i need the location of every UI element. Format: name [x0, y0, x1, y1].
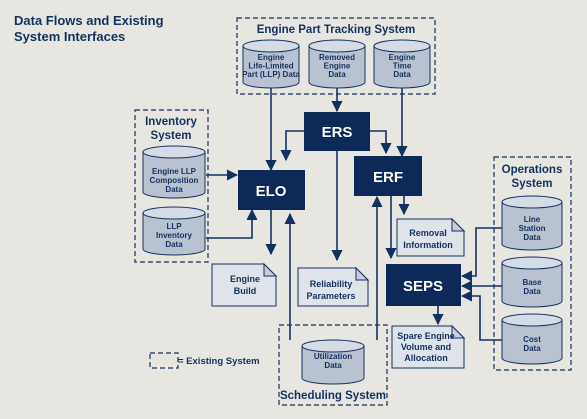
engine-build-line-1: Engine	[230, 274, 260, 284]
engine-llp-data-label-line-2: Life-Limited	[248, 62, 293, 71]
engine-llp-data-label-line-1: Engine	[258, 53, 285, 62]
engine-part-tracking-group	[236, 17, 436, 95]
line-station-data-label-line-3: Data	[523, 233, 541, 242]
scheduling-system-label: Scheduling System	[280, 390, 386, 402]
arrow-ers-to-elo	[280, 130, 304, 162]
legend: = Existing System	[149, 352, 260, 369]
diagram-title-line-2: System Interfaces	[14, 29, 125, 44]
operations-system-label-line-2: System	[512, 178, 553, 190]
inventory-system-label-line-2: System	[151, 130, 192, 142]
removal-info-line-2: Information	[403, 240, 453, 250]
inventory-system-label-line-1: Inventory	[145, 116, 197, 128]
legend-swatch	[149, 352, 179, 369]
flow-arrows	[206, 87, 504, 341]
arrow-cost-data-to-seps	[460, 290, 504, 341]
elo-box	[238, 170, 305, 210]
seps-box	[386, 264, 461, 306]
removal-info-line-1: Removal	[409, 228, 447, 238]
inventory-system-group	[134, 109, 209, 263]
scheduling-system-group	[278, 324, 388, 406]
spare-engine-line-1: Spare Engine	[397, 331, 455, 341]
spare-engine-line-3: Allocation	[404, 353, 448, 363]
seps-system: SEPS	[386, 264, 461, 306]
utilization-data-label-line-1: Utilization	[314, 352, 352, 361]
arrow-line-station-to-seps	[460, 227, 504, 282]
reliability-line-1: Reliability	[310, 279, 353, 289]
legend-label: = Existing System	[178, 356, 260, 367]
cost-data-label-line-2: Data	[523, 344, 541, 353]
seps-label: SEPS	[403, 278, 443, 295]
base-data-label-line-2: Data	[523, 287, 541, 296]
engine-time-data-label-line-2: Time	[393, 62, 412, 71]
erf-system: ERF	[354, 156, 422, 196]
engine-build-document: Engine Build	[211, 262, 278, 307]
llp-inventory-data-label-line-1: LLP	[166, 222, 182, 231]
base-data-label-line-1: Base	[522, 278, 542, 287]
llp-composition-data-label-line-2: Composition	[150, 176, 199, 185]
diagram-title-line-1: Data Flows and Existing	[14, 13, 164, 28]
engine-time-data-label-line-3: Data	[393, 70, 411, 79]
line-station-data-label-line-2: Station	[518, 224, 545, 233]
llp-composition-data-label-line-3: Data	[165, 185, 183, 194]
elo-label: ELO	[256, 183, 287, 200]
removal-information-document: Removal Information	[396, 217, 466, 257]
elo-system: ELO	[238, 170, 305, 210]
llp-inventory-data-label-line-2: Inventory	[156, 231, 193, 240]
removed-engine-data-label-line-2: Engine	[324, 62, 351, 71]
operations-system-group	[493, 156, 572, 371]
engine-build-line-2: Build	[234, 286, 257, 296]
operations-system-label-line-1: Operations	[502, 164, 563, 176]
engine-part-tracking-label: Engine Part Tracking System	[257, 24, 416, 36]
llp-composition-data-label-line-1: Engine LLP	[152, 167, 197, 176]
reliability-parameters-document: Reliability Parameters	[297, 266, 370, 307]
arrow-ers-to-erf	[370, 130, 392, 155]
erf-box	[354, 156, 422, 196]
spare-engine-document: Spare Engine Volume and Allocation	[391, 324, 466, 369]
removed-engine-data-label-line-1: Removed	[319, 53, 355, 62]
ers-label: ERS	[322, 124, 353, 141]
arrow-llp-inventory-to-elo	[206, 208, 258, 239]
cost-data-label-line-1: Cost	[523, 335, 541, 344]
spare-engine-line-2: Volume and	[401, 342, 451, 352]
erf-label: ERF	[373, 169, 403, 186]
reliability-line-2: Parameters	[306, 291, 355, 301]
engine-llp-data-label-line-3: Part (LLP) Data	[242, 70, 300, 79]
utilization-data-label-line-2: Data	[324, 361, 342, 370]
removed-engine-data-label-line-3: Data	[328, 70, 346, 79]
engine-time-data-label-line-1: Engine	[389, 53, 416, 62]
llp-inventory-data-label-line-3: Data	[165, 240, 183, 249]
line-station-data-label-line-1: Line	[524, 215, 541, 224]
ers-box	[304, 112, 370, 151]
ers-system: ERS	[304, 112, 370, 151]
